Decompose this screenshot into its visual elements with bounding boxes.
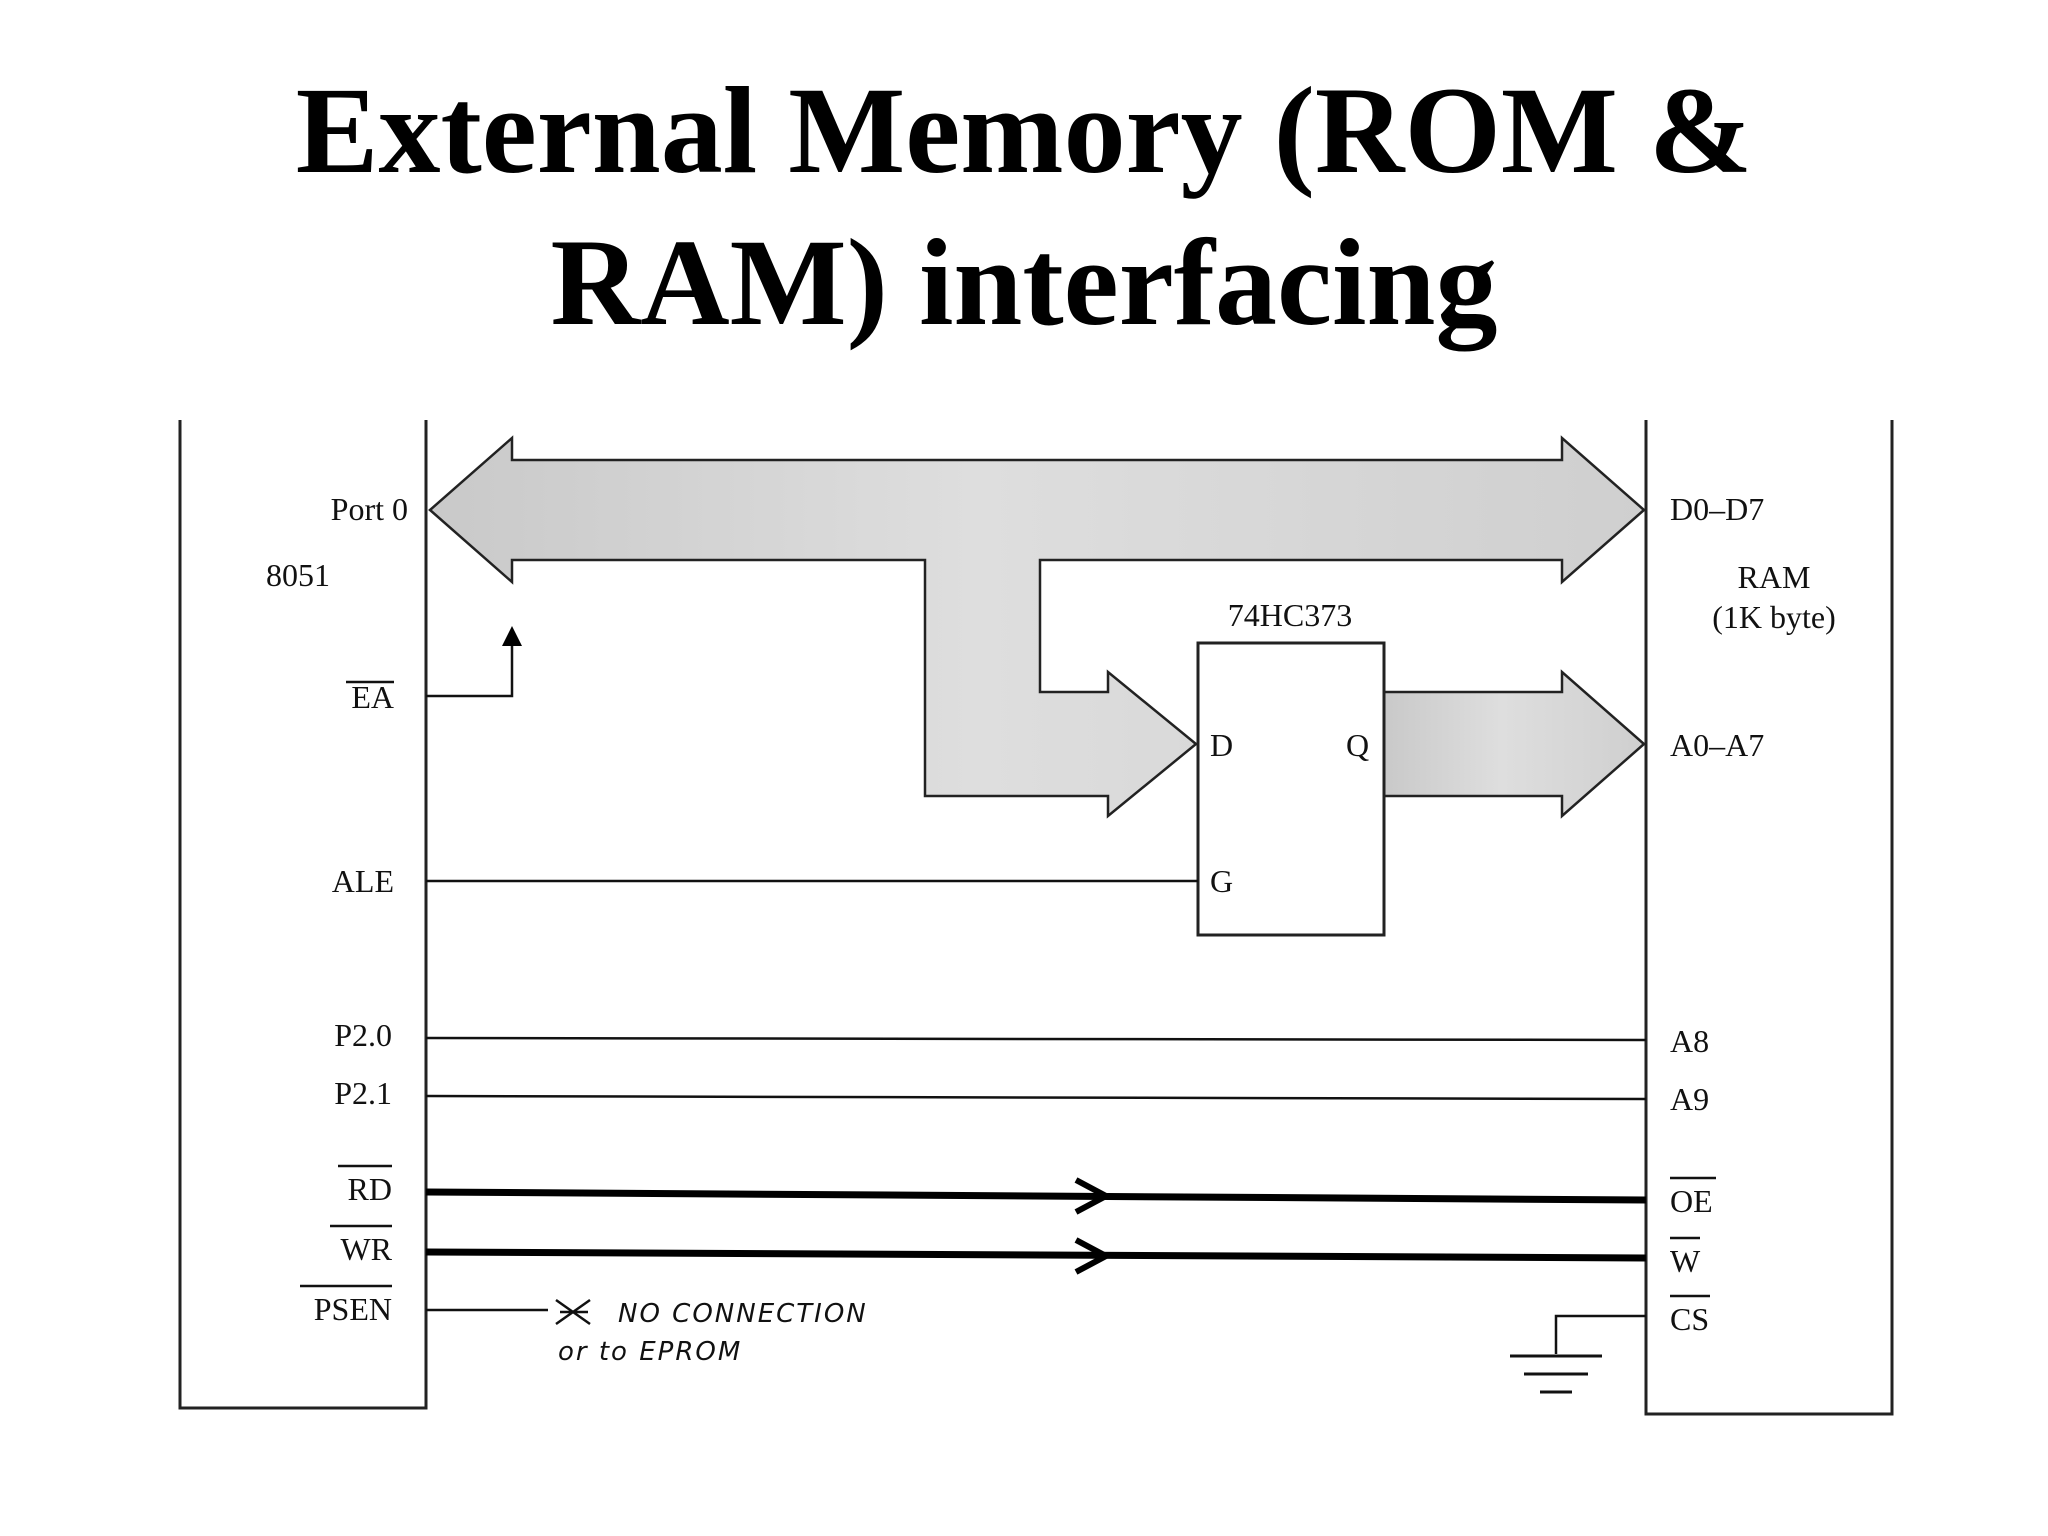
rd-oe-wire [425,1177,1647,1215]
mcu-8051-block [178,420,428,1410]
latch-d-label: D [1210,727,1233,763]
wr-w-wire [425,1237,1647,1275]
ea-wire [426,626,522,698]
cs-ground-wire [1510,1314,1646,1394]
ram-block [1644,420,1894,1416]
ram-addr-low-label: A0–A7 [1670,727,1764,763]
note-line-2: or to EPROM [558,1337,742,1367]
ram-size-label: (1K byte) [1712,599,1836,635]
latch-74hc373 [1196,641,1386,937]
handwritten-note: NO CONNECTION or to EPROM [555,1298,868,1367]
p21-label: P2.1 [334,1075,392,1111]
note-line-1: NO CONNECTION [618,1299,868,1329]
p20-a8-wire [425,1036,1647,1042]
wr-label: WR [340,1231,392,1267]
page-title: External Memory (ROM & RAM) interfacing [0,55,2048,359]
mcu-name-label: 8051 [266,557,330,593]
title-line-2: RAM) interfacing [550,214,1498,351]
title-line-1: External Memory (ROM & [295,62,1753,199]
ram-w-label: W [1670,1243,1701,1279]
ea-label: EA [351,679,394,715]
ram-oe-label: OE [1670,1183,1713,1219]
address-bus-low [1382,669,1646,819]
psen-label: PSEN [314,1291,392,1327]
latch-g-label: G [1210,863,1233,899]
latch-name-label: 74HC373 [1228,597,1352,633]
ale-label: ALE [332,863,394,899]
data-bus [428,435,1646,819]
port0-label: Port 0 [331,491,408,527]
ram-name-label: RAM [1738,559,1811,595]
p21-a9-wire [425,1094,1647,1101]
p20-label: P2.0 [334,1017,392,1053]
ram-cs-label: CS [1670,1301,1709,1337]
ram-a9-label: A9 [1670,1081,1709,1117]
ram-a8-label: A8 [1670,1023,1709,1059]
rd-label: RD [348,1171,392,1207]
ram-data-label: D0–D7 [1670,491,1764,527]
latch-q-label: Q [1346,727,1369,763]
